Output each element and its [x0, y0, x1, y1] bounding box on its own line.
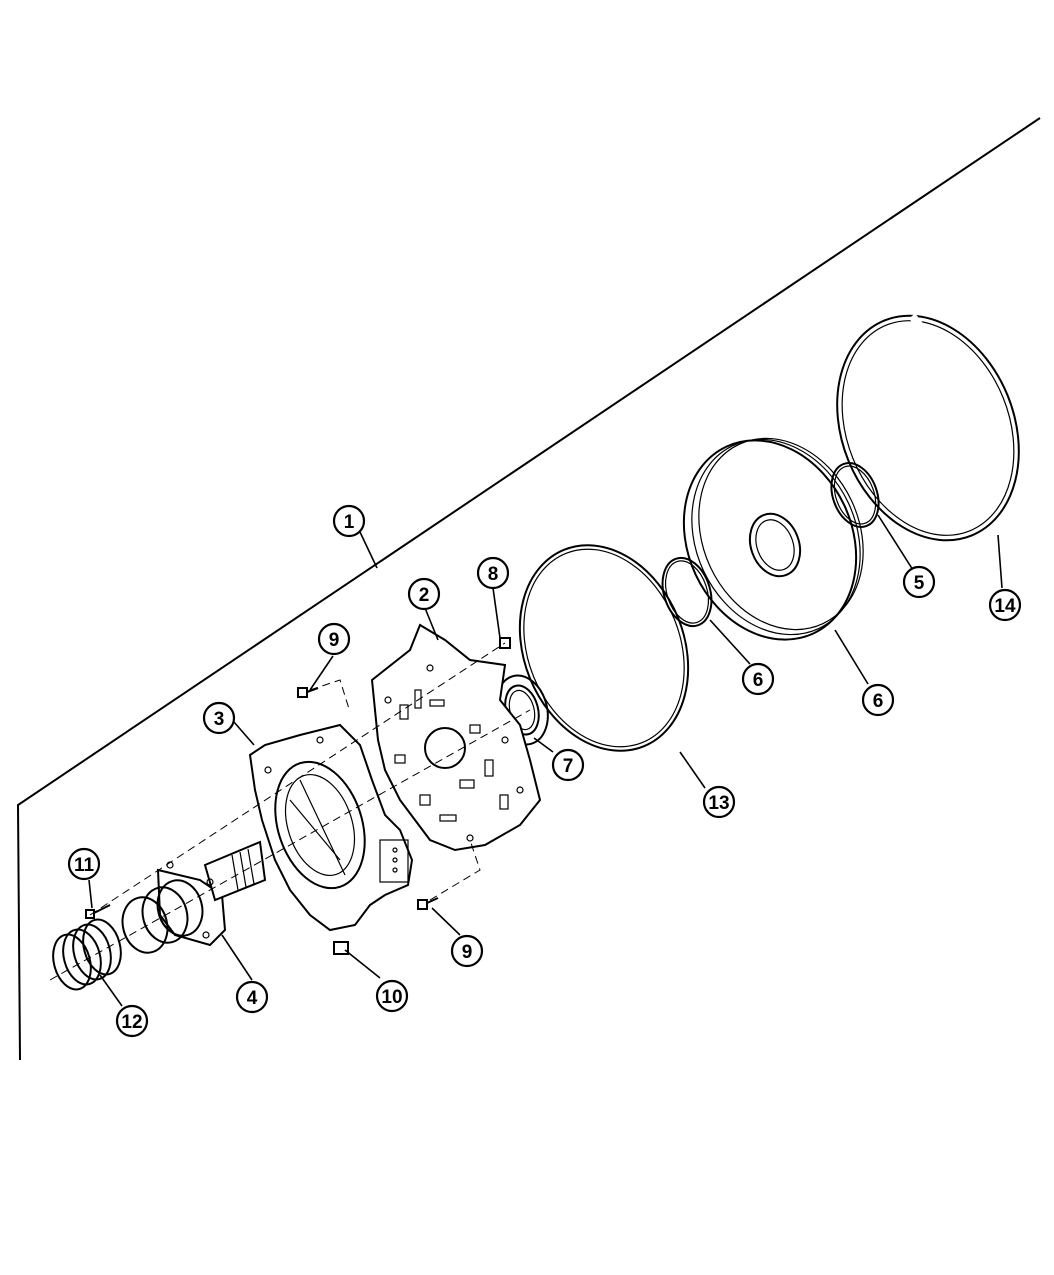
assembly-boundary: [16, 117, 1041, 1061]
callout-c9a: 9: [317, 622, 351, 656]
callout-circle: [202, 701, 236, 735]
callout-label: 7: [563, 756, 574, 777]
callout-circle: [551, 748, 585, 782]
callout-c5: 5: [902, 565, 936, 599]
callout-circle: [702, 785, 736, 819]
callout-circle: [450, 934, 484, 968]
callout-circle: [115, 1004, 149, 1038]
part-snap-ring-small: [830, 462, 880, 528]
callout-label: 8: [488, 564, 499, 585]
part-reaction-plate: [682, 437, 864, 641]
callout-circle: [332, 504, 366, 538]
part-pump-cover: [370, 623, 542, 852]
part-bolt-9-upper: [297, 687, 319, 698]
callout-c11: 11: [67, 847, 101, 881]
callout-label: 5: [914, 573, 925, 594]
part-snap-ring-large: [836, 313, 1020, 542]
callout-label: 6: [873, 691, 884, 712]
callout-c9b: 9: [450, 934, 484, 968]
callout-label: 1: [344, 512, 355, 533]
callout-label: 14: [994, 596, 1016, 617]
part-pump-housing: [248, 723, 414, 932]
callout-circle: [741, 662, 775, 696]
part-bolt-8: [499, 637, 511, 649]
callout-circle: [67, 847, 101, 881]
callout-label: 12: [121, 1012, 142, 1033]
callout-c12: 12: [115, 1004, 149, 1038]
callout-label: 9: [329, 630, 340, 651]
callout-c10: 10: [375, 979, 409, 1013]
part-plug: [333, 941, 349, 955]
callout-label: 10: [381, 987, 402, 1008]
callout-circle: [375, 979, 409, 1013]
part-stator-shaft: [121, 840, 267, 954]
part-pump-o-ring: [518, 544, 690, 752]
callout-circle: [317, 622, 351, 656]
callout-circle: [988, 588, 1022, 622]
callout-circle: [902, 565, 936, 599]
part-bolt-9-lower: [417, 897, 439, 910]
assembly-centerlines: [49, 642, 531, 981]
callout-label: 3: [214, 709, 225, 730]
callout-c1: 1: [332, 504, 366, 538]
callout-label: 11: [74, 855, 95, 876]
callout-label: 4: [247, 988, 258, 1009]
callout-label: 13: [708, 793, 729, 814]
part-bolt-11: [85, 904, 111, 919]
callout-c2: 2: [407, 577, 441, 611]
callout-c3: 3: [202, 701, 236, 735]
callout-c13: 13: [702, 785, 736, 819]
callout-circle: [235, 980, 269, 1014]
callout-circle: [407, 577, 441, 611]
callout-label: 2: [419, 585, 430, 606]
callout-label: 6: [753, 670, 764, 691]
callout-c4: 4: [235, 980, 269, 1014]
callout-c6a: 6: [741, 662, 775, 696]
callout-circle: [476, 556, 510, 590]
part-seal-rings: [52, 918, 122, 991]
callout-circle: [861, 683, 895, 717]
callout-c6b: 6: [861, 683, 895, 717]
leader-lines: [88, 514, 1003, 1007]
callout-c8: 8: [476, 556, 510, 590]
callout-c14: 14: [988, 588, 1022, 622]
callout-c7: 7: [551, 748, 585, 782]
callout-label: 9: [462, 942, 473, 963]
